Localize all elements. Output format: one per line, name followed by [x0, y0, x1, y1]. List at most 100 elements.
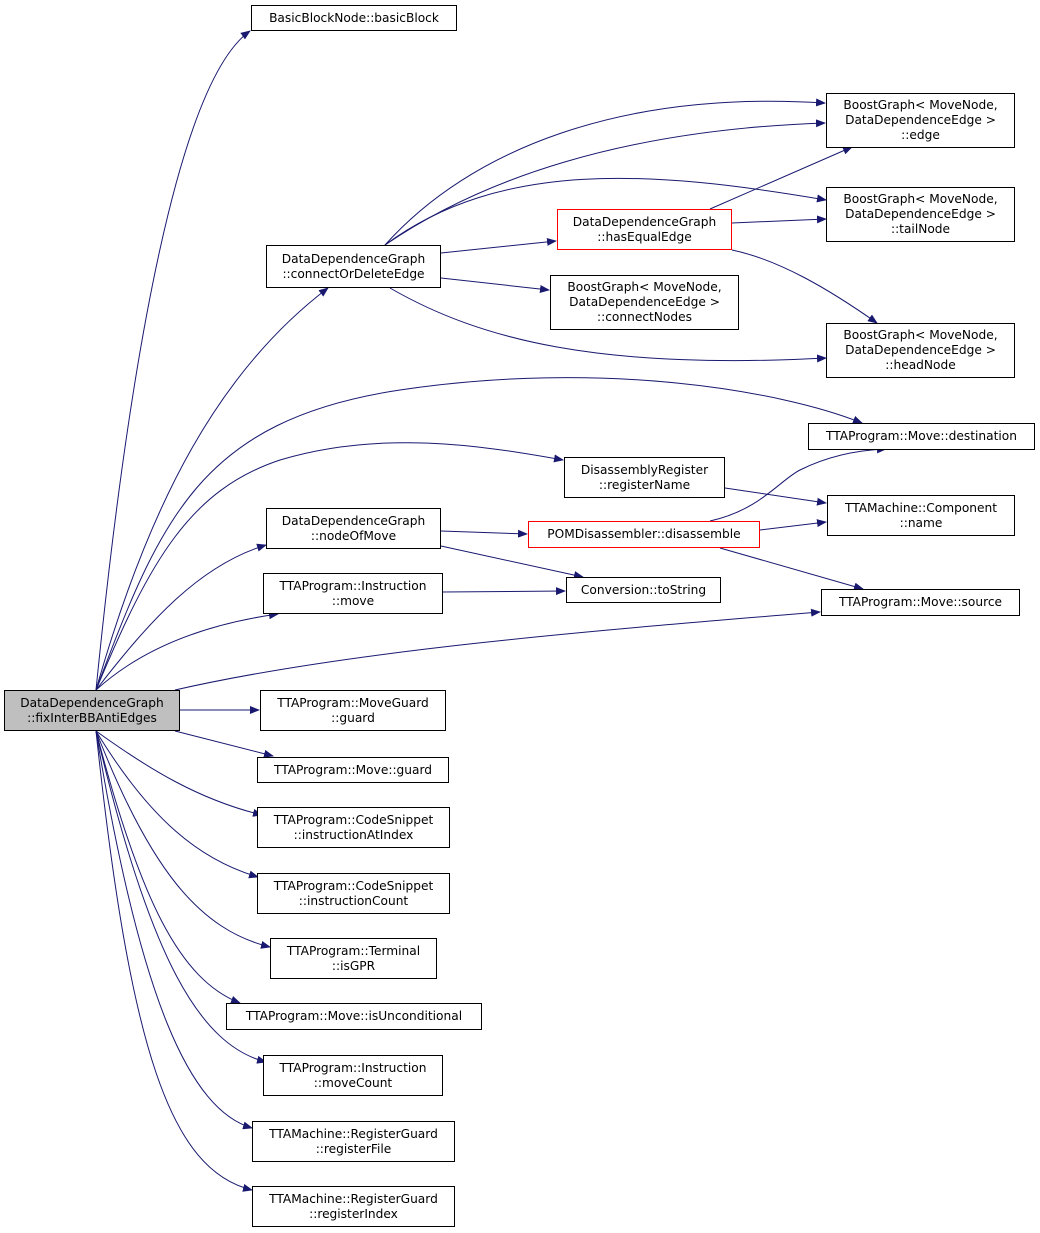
edge-node-of-move-to-string [440, 545, 584, 579]
edge-codel-edge-top [384, 98, 826, 246]
node-fix-inter-bb-anti-edges: DataDependenceGraph ::fixInterBBAntiEdge… [4, 690, 180, 731]
node-label-line2: ::registerFile [315, 1141, 392, 1156]
node-label-line1: TTAProgram::Terminal [286, 943, 421, 958]
node-move-guard-guard[interactable]: TTAProgram::MoveGuard ::guard [260, 690, 446, 731]
node-register-file[interactable]: TTAMachine::RegisterGuard ::registerFile [252, 1121, 455, 1162]
node-label-line1: Conversion::toString [580, 582, 707, 597]
edge-root-move-count [95, 730, 267, 1064]
node-connect-or-delete-edge[interactable]: DataDependenceGraph ::connectOrDeleteEdg… [266, 245, 441, 288]
edge-register-name-component [724, 487, 827, 506]
node-label-line2: ::move [331, 593, 375, 608]
node-label-line3: ::tailNode [890, 222, 951, 236]
node-label-line1: DataDependenceGraph [572, 214, 717, 229]
node-register-index[interactable]: TTAMachine::RegisterGuard ::registerInde… [252, 1186, 455, 1227]
node-is-unconditional[interactable]: TTAProgram::Move::isUnconditional [226, 1003, 482, 1030]
edge-root-instruction-at-index [95, 730, 263, 817]
node-label-line1: TTAMachine::Component [844, 500, 998, 515]
node-to-string[interactable]: Conversion::toString [566, 577, 721, 603]
node-label-line1: TTAProgram::MoveGuard [277, 695, 429, 710]
node-label-line1: POMDisassembler::disassemble [547, 527, 741, 541]
node-is-gpr[interactable]: TTAProgram::Terminal ::isGPR [270, 938, 437, 979]
node-component-name[interactable]: TTAMachine::Component ::name [827, 495, 1015, 536]
edge-disassemble-source [719, 547, 864, 591]
node-label-line1: BasicBlockNode::basicBlock [269, 10, 439, 25]
node-label-line1: TTAProgram::Instruction [279, 1060, 427, 1075]
node-label-line2: ::registerName [598, 477, 691, 492]
node-label-line1: DataDependenceGraph [281, 251, 426, 266]
node-label-line1: TTAProgram::Move::source [838, 595, 1003, 609]
node-basic-block[interactable]: BasicBlockNode::basicBlock [251, 5, 457, 31]
node-disassemble[interactable]: POMDisassembler::disassemble [528, 521, 760, 548]
node-node-of-move[interactable]: DataDependenceGraph ::nodeOfMove [266, 508, 441, 549]
node-register-name[interactable]: DisassemblyRegister ::registerName [564, 457, 725, 498]
node-instruction-at-index[interactable]: TTAProgram::CodeSnippet ::instructionAtI… [257, 807, 450, 848]
edge-disassemble-destination [709, 445, 887, 522]
node-instruction-count[interactable]: TTAProgram::CodeSnippet ::instructionCou… [257, 873, 450, 914]
node-label-line1: BoostGraph< MoveNode, [843, 98, 998, 112]
node-label-line2: DataDependenceEdge > [845, 113, 996, 127]
node-connect-nodes[interactable]: BoostGraph< MoveNode, DataDependenceEdge… [550, 275, 739, 330]
node-instruction-move[interactable]: TTAProgram::Instruction ::move [263, 573, 443, 614]
node-has-equal-edge[interactable]: DataDependenceGraph ::hasEqualEdge [557, 209, 732, 250]
edge-instruction-move-to-string [442, 587, 566, 596]
edge-root-connect-or-delete [95, 287, 329, 691]
node-label-line3: ::headNode [885, 358, 956, 372]
node-label-line1: BoostGraph< MoveNode, [843, 328, 998, 342]
edge-root-register-index [95, 730, 253, 1192]
edge-disassemble-component [759, 519, 827, 531]
node-move-count[interactable]: TTAProgram::Instruction ::moveCount [263, 1055, 443, 1096]
node-label-line1: TTAMachine::RegisterGuard [269, 1191, 438, 1206]
edge-root-is-gpr [95, 730, 271, 949]
node-tail-node[interactable]: BoostGraph< MoveNode, DataDependenceEdge… [826, 187, 1015, 242]
edge-root-source [174, 608, 821, 691]
edge-root-instruction-count [95, 730, 259, 879]
node-label-line1: TTAProgram::Instruction [279, 578, 427, 593]
node-label-line2: ::instructionCount [298, 893, 409, 908]
node-label-line1: TTAMachine::RegisterGuard [269, 1126, 438, 1141]
node-label-line1: TTAProgram::Move::guard [273, 762, 433, 777]
edge-root-destination [95, 377, 863, 691]
node-head-node[interactable]: BoostGraph< MoveNode, DataDependenceEdge… [826, 323, 1015, 378]
edge-root-basic-block [95, 30, 251, 691]
node-label-line2: ::nodeOfMove [310, 528, 397, 543]
edge-has-equal-edge [709, 146, 853, 210]
node-label-line2: ::guard [331, 710, 375, 725]
node-source[interactable]: TTAProgram::Move::source [821, 589, 1020, 616]
edge-root-node-of-move [95, 543, 267, 691]
edge-root-instruction-move [95, 611, 279, 691]
edge-codel-connect-nodes [440, 277, 550, 293]
node-label-line3: ::connectNodes [597, 310, 692, 324]
node-label-line3: ::edge [901, 128, 940, 142]
node-edge[interactable]: BoostGraph< MoveNode, DataDependenceEdge… [826, 93, 1015, 148]
node-label-line2: ::moveCount [313, 1075, 393, 1090]
node-label-line2: ::fixInterBBAntiEdges [27, 710, 157, 725]
node-label-line1: DataDependenceGraph [281, 513, 426, 528]
edge-codel-has-equal [440, 237, 557, 254]
node-label-line2: ::name [899, 515, 943, 530]
node-label-line1: DisassemblyRegister [580, 462, 709, 477]
edge-node-of-move-disassemble [440, 529, 528, 538]
node-label-line2: DataDependenceEdge > [569, 295, 720, 309]
edge-root-move-guard [174, 730, 274, 758]
edge-root-register-name [95, 442, 564, 691]
edge-has-equal-head [731, 249, 878, 324]
node-label-line1: BoostGraph< MoveNode, [843, 192, 998, 206]
node-label-line1: DataDependenceGraph [20, 695, 164, 710]
node-label-line1: TTAProgram::CodeSnippet [273, 878, 434, 893]
node-label-line2: ::connectOrDeleteEdge [282, 266, 425, 281]
node-label-line2: DataDependenceEdge > [845, 343, 996, 357]
edge-root-register-file [95, 730, 253, 1130]
edge-codel-head [389, 287, 827, 363]
edge-root-is-unconditional [95, 730, 241, 1004]
node-label-line2: ::isGPR [331, 958, 376, 973]
node-label-line1: TTAProgram::CodeSnippet [273, 812, 434, 827]
node-label-line1: TTAProgram::Move::isUnconditional [245, 1009, 463, 1023]
edge-has-equal-tail [731, 215, 827, 224]
node-label-line2: ::hasEqualEdge [597, 229, 692, 244]
node-destination[interactable]: TTAProgram::Move::destination [808, 423, 1035, 450]
node-label-line2: ::instructionAtIndex [293, 827, 414, 842]
node-move-guard[interactable]: TTAProgram::Move::guard [257, 757, 449, 783]
node-label-line1: TTAProgram::Move::destination [826, 429, 1017, 443]
